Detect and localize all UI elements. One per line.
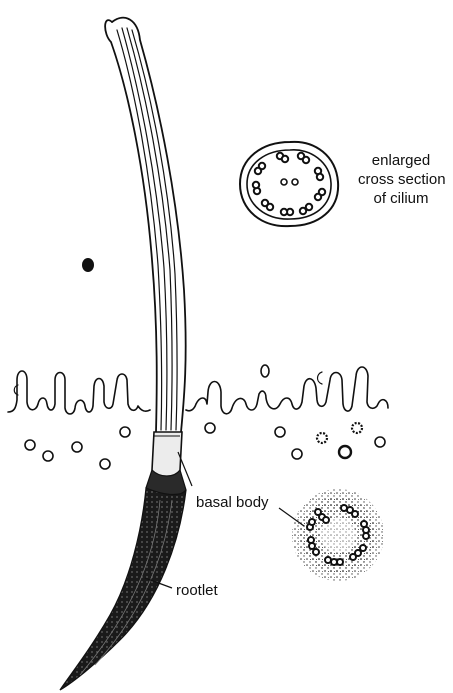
cross-section-cilium [240, 142, 338, 226]
cell-surface-left [8, 371, 150, 414]
cross-section-label-line1: enlarged [358, 151, 444, 170]
cross-section-basal-body [292, 489, 384, 581]
cell-surface-right [186, 365, 388, 414]
cilium-shaft [105, 18, 186, 432]
cross-section-label-line2: cross section [358, 170, 444, 189]
vesicles [25, 423, 385, 469]
cross-section-label: enlarged cross section of cilium [358, 151, 444, 208]
basal-body [146, 432, 186, 497]
basal-body-label: basal body [196, 493, 269, 512]
dark-granule [82, 258, 94, 272]
rootlet-label: rootlet [176, 581, 218, 600]
cross-section-label-line3: of cilium [358, 189, 444, 208]
rootlet [60, 488, 186, 690]
